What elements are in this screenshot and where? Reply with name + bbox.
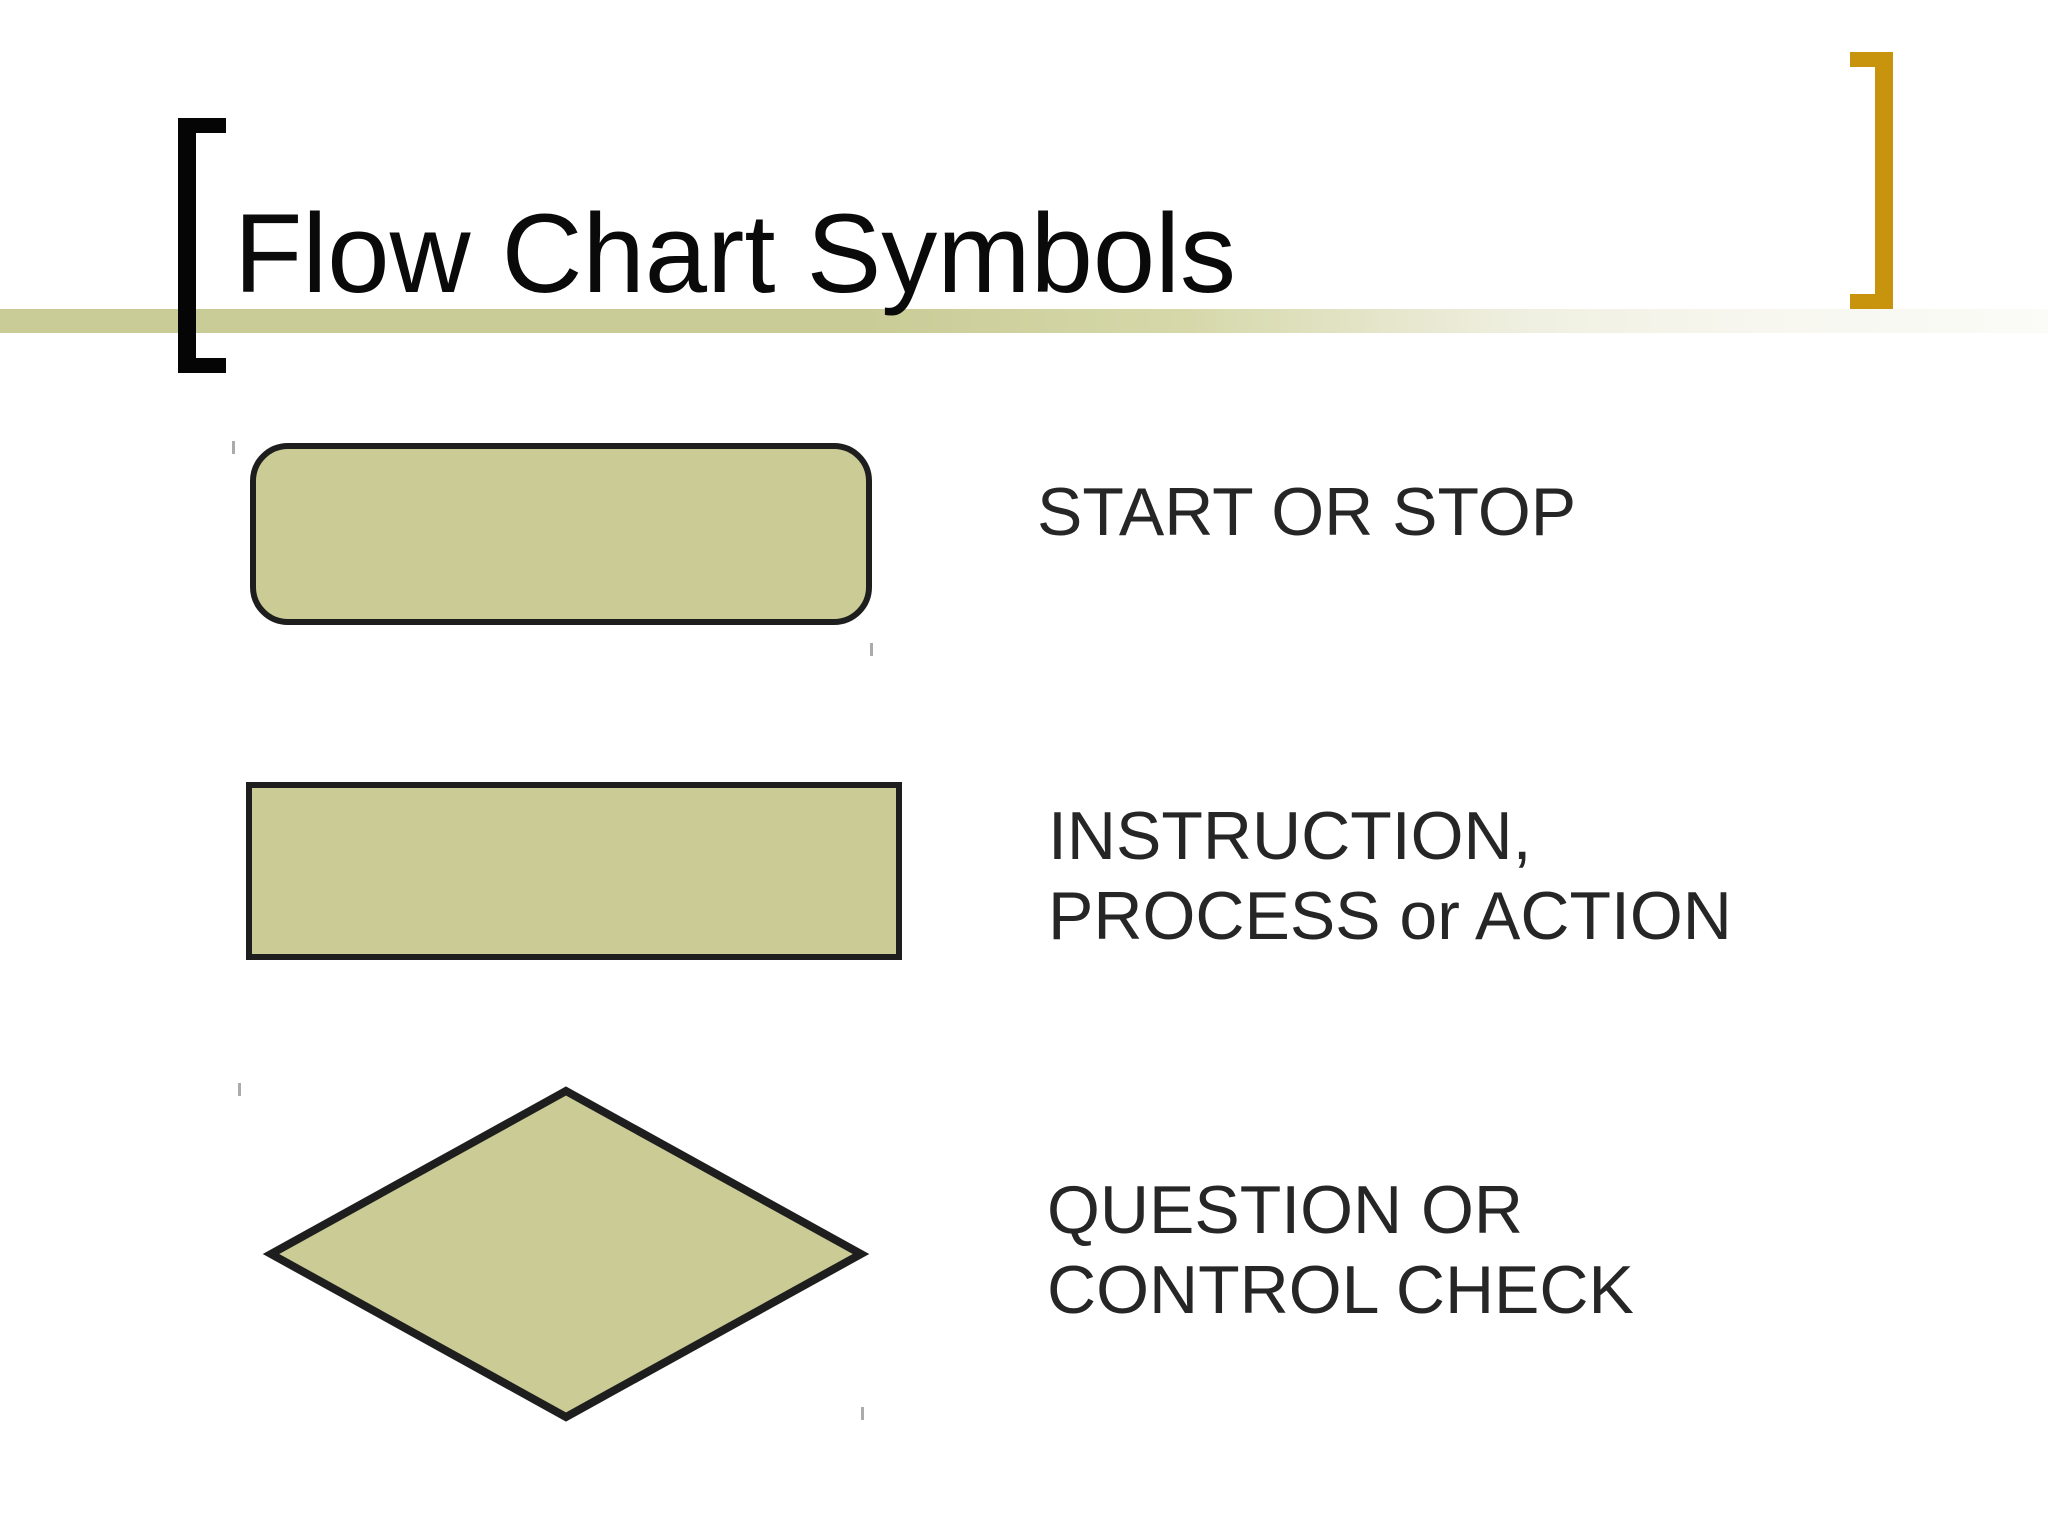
process-shape — [246, 782, 902, 960]
decision-diamond-polygon — [262, 1086, 870, 1422]
decision-shape — [262, 1086, 870, 1422]
title-underline-band — [0, 309, 2048, 333]
terminator-label: START OR STOP — [1037, 472, 1576, 552]
decision-label: QUESTION OR CONTROL CHECK — [1047, 1170, 1634, 1330]
process-label-line-2: PROCESS or ACTION — [1048, 878, 1732, 954]
decision-label-line-1: QUESTION OR — [1047, 1172, 1524, 1248]
terminator-label-line: START OR STOP — [1037, 474, 1577, 550]
stray-mark — [870, 643, 873, 656]
stray-mark — [238, 1083, 241, 1096]
decision-label-line-2: CONTROL CHECK — [1047, 1252, 1634, 1328]
left-bracket-decoration — [178, 118, 226, 373]
right-bracket-decoration — [1850, 52, 1893, 309]
terminator-shape — [250, 443, 872, 625]
stray-mark — [232, 441, 235, 454]
slide-title: Flow Chart Symbols — [234, 191, 1237, 316]
process-label-line-1: INSTRUCTION, — [1048, 798, 1532, 874]
stray-mark — [861, 1407, 864, 1420]
process-label: INSTRUCTION, PROCESS or ACTION — [1048, 796, 1732, 956]
